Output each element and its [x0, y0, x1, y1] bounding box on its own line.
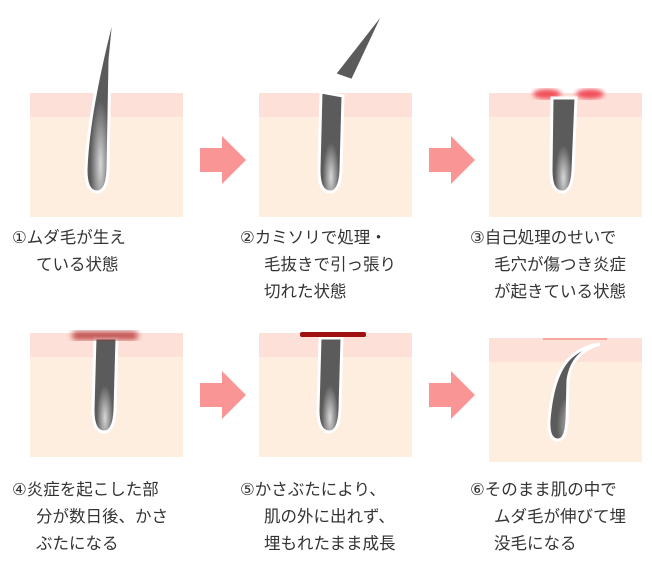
caption-line: 埋もれたまま成長	[264, 534, 396, 553]
hair-ingrown	[547, 342, 601, 442]
hair-cut-stub	[317, 90, 345, 194]
step-3-caption: ③自己処理のせいで 毛穴が傷つき炎症 が起きている状態	[470, 224, 626, 305]
caption-line: ③自己処理のせいで	[470, 228, 617, 247]
caption-line: ⑥そのまま肌の中で	[470, 480, 617, 499]
arrow-right-icon	[200, 371, 246, 419]
scab	[300, 332, 366, 337]
caption-line: ②カミソリで処理・	[240, 228, 387, 247]
hair-growing	[84, 7, 117, 194]
scab-blur	[72, 331, 138, 340]
caption-line: ている状態	[36, 255, 119, 274]
step-1-caption: ①ムダ毛が生え ている状態	[12, 224, 126, 278]
step-6-caption: ⑥そのまま肌の中で ムダ毛が伸びて埋 没毛になる	[470, 476, 626, 557]
caption-line: ⑤かさぶたにより、	[240, 480, 386, 499]
step-5-caption: ⑤かさぶたにより、 肌の外に出れず、 埋もれたまま成長	[240, 476, 396, 557]
caption-line: 肌の外に出れず、	[264, 507, 395, 526]
caption-line: 毛穴が傷つき炎症	[494, 255, 626, 274]
arrow-right-icon	[429, 136, 475, 184]
caption-line: ④炎症を起こした部	[12, 480, 159, 499]
hair-scab-forming	[91, 336, 119, 434]
caption-line: が起きている状態	[494, 282, 626, 301]
caption-line: ムダ毛が伸びて埋	[494, 507, 626, 526]
step-2-caption: ②カミソリで処理・ 毛抜きで引っ張り 切れた状態	[240, 224, 396, 305]
caption-line: 切れた状態	[264, 282, 347, 301]
hair-under-scab	[316, 336, 344, 434]
caption-line: 毛抜きで引っ張り	[264, 255, 396, 274]
caption-line: ぶたになる	[36, 534, 119, 553]
inflammation-glow	[576, 89, 604, 99]
step-4-caption: ④炎症を起こした部 分が数日後、かさ ぶたになる	[12, 476, 168, 557]
hair-inflamed	[549, 96, 578, 194]
caption-line: ①ムダ毛が生え	[12, 228, 126, 247]
arrow-right-icon	[200, 136, 246, 184]
caption-line: 分が数日後、かさ	[36, 507, 168, 526]
caption-line: 没毛になる	[494, 534, 577, 553]
arrow-right-icon	[429, 371, 475, 419]
hair-cut-piece	[333, 9, 386, 82]
